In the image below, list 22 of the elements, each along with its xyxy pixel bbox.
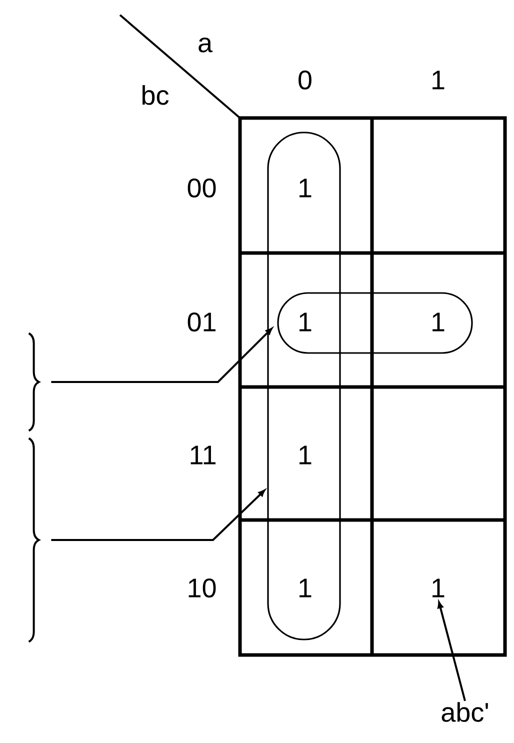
cell-value: 1 <box>432 312 444 332</box>
grouping-loop <box>267 132 341 640</box>
leader-arrow <box>438 602 466 702</box>
curly-brace <box>28 437 40 643</box>
cell-value: 1 <box>300 178 312 198</box>
row-header: 00 <box>188 178 216 198</box>
variable-label: bc <box>142 85 169 105</box>
variable-label: a <box>198 38 213 52</box>
leader-arrow <box>51 490 266 541</box>
cell-value: 1 <box>300 446 312 464</box>
column-header: 1 <box>432 70 444 90</box>
row-header: 01 <box>188 312 216 332</box>
curly-brace <box>28 332 40 432</box>
grouping-loop <box>277 292 473 354</box>
row-header: 11 <box>190 446 216 464</box>
leader-arrow <box>51 328 272 383</box>
row-header: 10 <box>188 578 216 598</box>
cell-value: 1 <box>300 312 312 332</box>
term-label: abc' <box>442 702 488 722</box>
cell-value: 1 <box>432 578 444 598</box>
column-header: 0 <box>298 70 312 90</box>
cell-value: 1 <box>300 578 312 598</box>
